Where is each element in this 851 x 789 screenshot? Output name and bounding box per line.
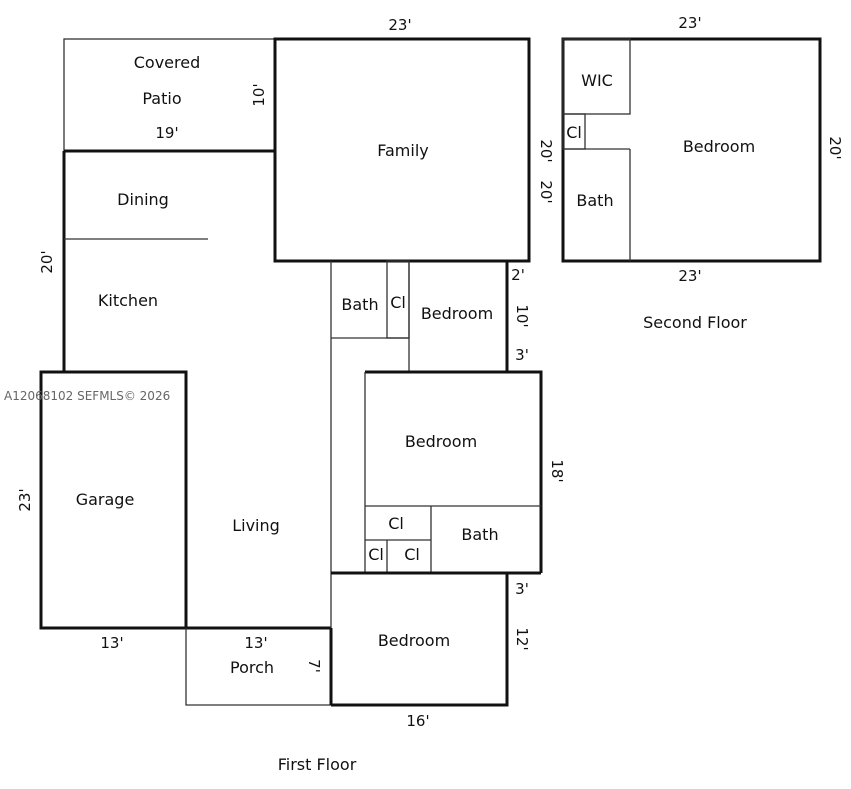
living-label: Living (232, 516, 280, 535)
dim-family-right-1: 20' (537, 139, 555, 162)
dim-garage-bottom: 13' (100, 634, 123, 652)
bedroom2-outline (365, 370, 543, 573)
covered-patio-label-1: Covered (134, 53, 201, 72)
room-labels: Covered Patio Family Dining Kitchen Gara… (76, 53, 755, 677)
dim-bedroom1-depth-value: 10' (513, 304, 531, 327)
second-floor-caption: Second Floor (643, 313, 747, 332)
dim-bedroom3-width: 16' (406, 712, 429, 730)
porch-label: Porch (230, 658, 274, 677)
bedroom3-label: Bedroom (378, 631, 450, 650)
bedroom3-outline (331, 573, 509, 707)
dim-dining-kitchen-left: 20' (38, 250, 56, 273)
bedroom4-label: Bedroom (683, 137, 755, 156)
dim-porch-top: 13' (244, 634, 267, 652)
dining-label: Dining (117, 190, 169, 209)
kitchen-label: Kitchen (98, 291, 158, 310)
first-floor-walls (39, 37, 543, 707)
dim-bedroom1-gap-bottom: 3' (515, 346, 529, 364)
closet5-label: Cl (566, 123, 582, 142)
bath2-label: Bath (461, 525, 498, 544)
dim-second-right: 20' (826, 136, 844, 159)
dim-bedroom1-gap-top: 2' (511, 266, 525, 284)
bath1-label: Bath (341, 295, 378, 314)
bedroom2-label: Bedroom (405, 432, 477, 451)
second-floor-walls (561, 37, 822, 263)
dimension-labels: 23' 10' 19' 20' 20' 20' 2' 10' 3' 18' 23… (16, 14, 844, 730)
dim-patio-depth: 10' (250, 83, 268, 106)
second-floor-outline (561, 37, 822, 263)
first-floor-caption: First Floor (278, 755, 357, 774)
covered-patio-label-2: Patio (142, 89, 181, 108)
porch-outline (185, 628, 331, 706)
dim-bedroom2-depth: 18' (548, 459, 566, 482)
dim-bedroom3-gap-top: 3' (515, 580, 529, 598)
bedroom1-label: Bedroom (421, 304, 493, 323)
closet4-label: Cl (404, 545, 420, 564)
wic-label: WIC (581, 71, 613, 90)
family-label: Family (377, 141, 428, 160)
dim-porch-depth: 7' (305, 659, 323, 673)
wic-outline (562, 38, 631, 115)
mls-watermark: A12068102 SEFMLS© 2026 (4, 389, 170, 403)
dim-patio-width: 19' (155, 124, 178, 142)
garage-outline (39, 370, 188, 630)
closet1-label: Cl (390, 293, 406, 312)
dim-second-top: 23' (678, 14, 701, 32)
dim-family-top: 23' (388, 16, 411, 34)
dim-second-bottom: 23' (678, 267, 701, 285)
closet2-label: Cl (388, 514, 404, 533)
dim-family-right-2: 20' (537, 180, 555, 203)
closet3-label: Cl (368, 545, 384, 564)
dim-garage-left: 23' (16, 488, 34, 511)
dim-bedroom3-depth: 12' (513, 627, 531, 650)
bath3-label: Bath (576, 191, 613, 210)
garage-label: Garage (76, 490, 135, 509)
